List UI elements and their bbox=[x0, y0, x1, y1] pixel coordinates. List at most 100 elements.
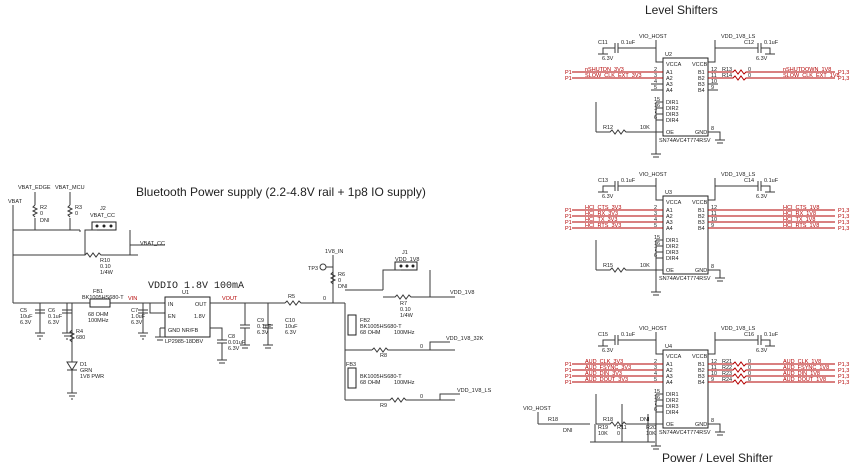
oe-pin: OE bbox=[666, 130, 674, 136]
pinnum-a1: 2 bbox=[654, 359, 657, 365]
fb2-freq: 100MHz bbox=[394, 330, 415, 336]
u1-1v8: 1.8V bbox=[194, 314, 206, 320]
port-out-1: P1,3 bbox=[838, 70, 849, 76]
rout-label-3: R23 bbox=[722, 371, 732, 377]
output-net-3: HCI_TX_1V8 bbox=[783, 217, 815, 223]
r11-value: 0 bbox=[617, 431, 620, 437]
rout-label-1: R13 bbox=[722, 67, 732, 73]
vccb-pin: VCCB bbox=[692, 200, 708, 206]
pin-b2: B2 bbox=[698, 214, 705, 220]
pinnum-dir4: 6 bbox=[654, 115, 657, 121]
u1-part: LP2985-18DBV bbox=[165, 339, 204, 345]
cap-b-label: C12 bbox=[744, 40, 754, 46]
pinnum-dir1: 15 bbox=[654, 235, 660, 241]
d1-note: 1V8 PWR bbox=[80, 374, 104, 380]
tp3-label: TP3 bbox=[308, 266, 318, 272]
pin-b4: B4 bbox=[698, 88, 705, 94]
c10-rating: 6.3V bbox=[285, 330, 297, 336]
r18-value: DNI bbox=[563, 428, 573, 434]
pinnum-a2: 3 bbox=[654, 365, 657, 371]
r5-value: 0 bbox=[323, 296, 326, 302]
r4-value: 680 bbox=[76, 335, 85, 341]
pinnum-dir3: 7 bbox=[654, 401, 657, 407]
oe-pin: OE bbox=[666, 422, 674, 428]
pin-dir4: DIR4 bbox=[666, 118, 679, 124]
vccb-pin: VCCB bbox=[692, 62, 708, 68]
vio-host-label: VIO_HOST bbox=[639, 172, 667, 178]
rout-label-4: R24 bbox=[722, 377, 732, 383]
cap-a-rating: 6.3V bbox=[602, 194, 614, 200]
port-in-1: P1 bbox=[565, 362, 572, 368]
cap-a-rating: 6.3V bbox=[602, 348, 614, 354]
fb2-label: FB2 bbox=[360, 318, 370, 324]
d1-label: D1 bbox=[80, 362, 87, 368]
pinnum-a2: 3 bbox=[654, 73, 657, 79]
pinnum-b4: 9 bbox=[711, 377, 714, 383]
pin-dir4: DIR4 bbox=[666, 410, 679, 416]
input-net-1: AUD_CLK_3V3 bbox=[585, 359, 623, 365]
pin-dir4: DIR4 bbox=[666, 256, 679, 262]
u3-part: SN74AVC4T774RSV bbox=[659, 276, 711, 282]
rout-label-2: R22 bbox=[722, 365, 732, 371]
u1-en-pin: EN bbox=[168, 314, 176, 320]
input-net-4: HCI_RTS_3V3 bbox=[585, 223, 621, 229]
shifter-u3 bbox=[572, 178, 835, 296]
pin-dir3: DIR3 bbox=[666, 404, 679, 410]
u3-label: U3 bbox=[665, 190, 672, 196]
pin-a1: A1 bbox=[666, 208, 673, 214]
fb1-value: 68 OHM bbox=[88, 312, 109, 318]
c7-rating: 6.3V bbox=[131, 320, 143, 326]
port-out-2: P1,3 bbox=[838, 214, 849, 220]
input-net-2: AUD_FSYNC_3V3 bbox=[585, 365, 631, 371]
output-net-1: AUD_CLK_1V8 bbox=[783, 359, 821, 365]
r7-value: 0.10 bbox=[400, 307, 411, 313]
r10-power: 1/4W bbox=[100, 270, 114, 276]
c5-rating: 6.3V bbox=[20, 320, 32, 326]
output-net-3: AUD_DIN_1V8 bbox=[783, 371, 820, 377]
u4-part: SN74AVC4T774RSV bbox=[659, 430, 711, 436]
pinnum-b2: 11 bbox=[711, 73, 717, 79]
r10-value: 0.10 bbox=[100, 264, 111, 270]
r10-label: R10 bbox=[100, 258, 110, 264]
input-net-3: AUD_DIN_3V3 bbox=[585, 371, 622, 377]
pin-a1: A1 bbox=[666, 70, 673, 76]
vddls-label: VDD_1V8_LS bbox=[457, 388, 492, 394]
shifter-u2 bbox=[572, 40, 835, 158]
c10-label: C10 bbox=[285, 318, 295, 324]
output-net-1: HCI_CTS_1V8 bbox=[783, 205, 819, 211]
vddio-label: VDDIO 1.8V 100mA bbox=[148, 281, 244, 292]
gnd-pin: GND bbox=[695, 422, 707, 428]
pinnum-dir3: 7 bbox=[654, 109, 657, 115]
fb3-freq: 100MHz bbox=[394, 380, 415, 386]
c9-value: 0.1uF bbox=[257, 324, 272, 330]
cap-a-value: 0.1uF bbox=[621, 40, 636, 46]
d1-color: GRN bbox=[80, 368, 92, 374]
r-oe-label: R15 bbox=[603, 263, 613, 269]
pinnum-a4: 5 bbox=[654, 377, 657, 383]
r2-value: 0 bbox=[40, 211, 43, 217]
fb1-part: BK1005HS680-T bbox=[82, 295, 124, 301]
r20-value: 10K bbox=[646, 431, 656, 437]
vbat-edge-label: VBAT_EDGE bbox=[18, 185, 51, 191]
cap-b-value: 0.1uF bbox=[764, 332, 779, 338]
r6-label: R6 bbox=[338, 272, 345, 278]
pinnum-b1: 12 bbox=[711, 67, 717, 73]
pinnum-b3: 10 bbox=[711, 371, 717, 377]
pinnum-gnd: 8 bbox=[711, 418, 714, 424]
port-out-4: P1,3 bbox=[838, 380, 849, 386]
pin-a2: A2 bbox=[666, 76, 673, 82]
input-net-2: HCI_RX_3V3 bbox=[585, 211, 618, 217]
c7-label: C7 bbox=[131, 308, 138, 314]
fb3-value: 68 OHM bbox=[360, 380, 381, 386]
rout-value-2: 0 bbox=[748, 365, 751, 371]
pin-dir1: DIR1 bbox=[666, 392, 679, 398]
pin-dir1: DIR1 bbox=[666, 238, 679, 244]
fb2-bead bbox=[347, 314, 357, 336]
u1-label: U1 bbox=[182, 290, 189, 296]
pin-b1: B1 bbox=[698, 208, 705, 214]
r19-label: R19 bbox=[598, 425, 608, 431]
u1-in-pin: IN bbox=[168, 302, 174, 308]
r8-value: 0 bbox=[420, 344, 423, 350]
pin-b4: B4 bbox=[698, 226, 705, 232]
r7-label: R7 bbox=[400, 301, 407, 307]
